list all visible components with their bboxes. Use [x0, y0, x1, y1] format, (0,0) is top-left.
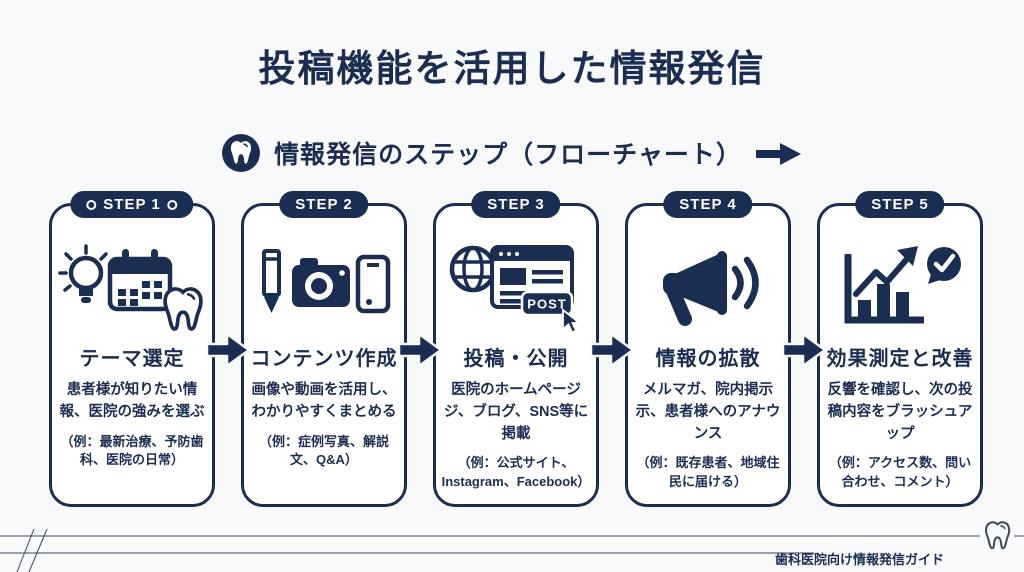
footer-decoration — [0, 520, 1024, 572]
step-2-icon-group — [244, 234, 404, 340]
badge-ring-icon — [86, 199, 97, 210]
step-5-description: 反響を確認し、次の投稿内容をブラッシュアップ — [827, 382, 973, 442]
flow-arrow-icon — [590, 332, 634, 368]
bar-chart-icon — [844, 254, 924, 324]
step-3-badge-label: STEP 3 — [487, 196, 545, 213]
flow-arrow-cell — [782, 203, 826, 507]
step-1-description: 患者様が知りたい情報、医院の強みを選ぶ — [59, 382, 205, 420]
step-4-badge-label: STEP 4 — [679, 196, 737, 213]
megaphone-icon — [663, 251, 727, 326]
page-title: 投稿機能を活用した情報発信 — [258, 48, 766, 89]
step-2-example: （例：症例写真、解説文、Q&A） — [258, 433, 389, 468]
step-card-5: STEP 5 — [817, 191, 983, 507]
pencil-icon — [262, 249, 281, 313]
step-card-3: STEP 3 — [433, 191, 599, 507]
step-card-2: STEP 2 — [241, 191, 407, 507]
step-4-icon-group — [628, 234, 788, 340]
lightbulb-icon — [58, 244, 108, 303]
step-5-example: （例：アクセス数、問い合わせ、コメント） — [828, 455, 972, 490]
step-2-title: コンテンツ作成 — [250, 348, 398, 370]
step-1-title: テーマ選定 — [79, 348, 185, 370]
check-bubble-icon — [927, 247, 961, 284]
step-1-badge: STEP 1 — [70, 191, 194, 218]
tooth-circle-icon — [222, 134, 261, 172]
step-1-badge-label: STEP 1 — [103, 196, 161, 213]
footer-tooth-icon — [986, 522, 1009, 548]
flow-arrow-icon — [782, 332, 826, 368]
globe-icon — [449, 245, 497, 293]
step-4-example: （例：既存患者、地域住民に届ける） — [636, 455, 780, 490]
flow-arrow-icon — [206, 332, 250, 368]
step-2-badge-label: STEP 2 — [295, 196, 353, 213]
step-1-example: （例：最新治療、予防歯科、医院の日常） — [60, 433, 204, 468]
step-1-icon-group — [52, 234, 212, 340]
flow-arrow-icon — [398, 332, 442, 368]
step-4-title: 情報の拡散 — [655, 348, 761, 370]
step-5-icon-group — [820, 234, 980, 340]
step-3-icon-group: POST — [436, 234, 596, 340]
sound-waves-icon — [731, 256, 759, 310]
step-2-badge: STEP 2 — [279, 191, 369, 218]
step-4-description: メルマガ、院内掲示示、患者様へのアナウンス — [635, 382, 781, 442]
subtitle-arrow-icon — [755, 142, 801, 165]
flow-arrow-cell — [398, 203, 442, 507]
step-5-badge-label: STEP 5 — [871, 196, 929, 213]
footer-label: 歯科医院向け情報発信ガイド — [774, 552, 944, 567]
trend-arrow-icon — [853, 246, 918, 297]
step-3-example: （例：公式サイト、Instagram、Facebook） — [441, 455, 591, 490]
flow-arrow-cell — [206, 203, 250, 507]
step-3-description: 医院のホームページジ、ブログ、SNS等に掲載 — [443, 382, 589, 442]
step-5-badge: STEP 5 — [855, 191, 945, 218]
calendar-icon — [107, 249, 173, 312]
subtitle-text: 情報発信のステップ（フローチャート） — [274, 141, 742, 169]
cursor-icon — [562, 308, 582, 334]
subtitle-row: 情報発信のステップ（フローチャート） — [0, 134, 1024, 172]
flow-arrow-cell — [590, 203, 634, 507]
flowchart: STEP 1 — [49, 191, 983, 507]
step-4-badge: STEP 4 — [663, 191, 753, 218]
post-button-label: POST — [527, 297, 566, 312]
badge-ring-icon — [167, 199, 178, 210]
step-2-description: 画像や動画を活用し、わかりやすくまとめる — [251, 382, 397, 420]
step-5-title: 効果測定と改善 — [826, 348, 974, 370]
camera-icon — [292, 258, 350, 307]
step-card-4: STEP 4 情報の拡散 メルマガ、院内掲示示、患者様へのアナウンス （例：既 — [625, 191, 791, 507]
step-3-badge: STEP 3 — [471, 191, 561, 218]
step-3-title: 投稿・公開 — [463, 348, 569, 370]
step-card-1: STEP 1 — [49, 191, 215, 507]
smartphone-icon — [355, 254, 391, 314]
post-button-icon: POST — [520, 290, 574, 317]
tooth-icon — [163, 287, 203, 331]
